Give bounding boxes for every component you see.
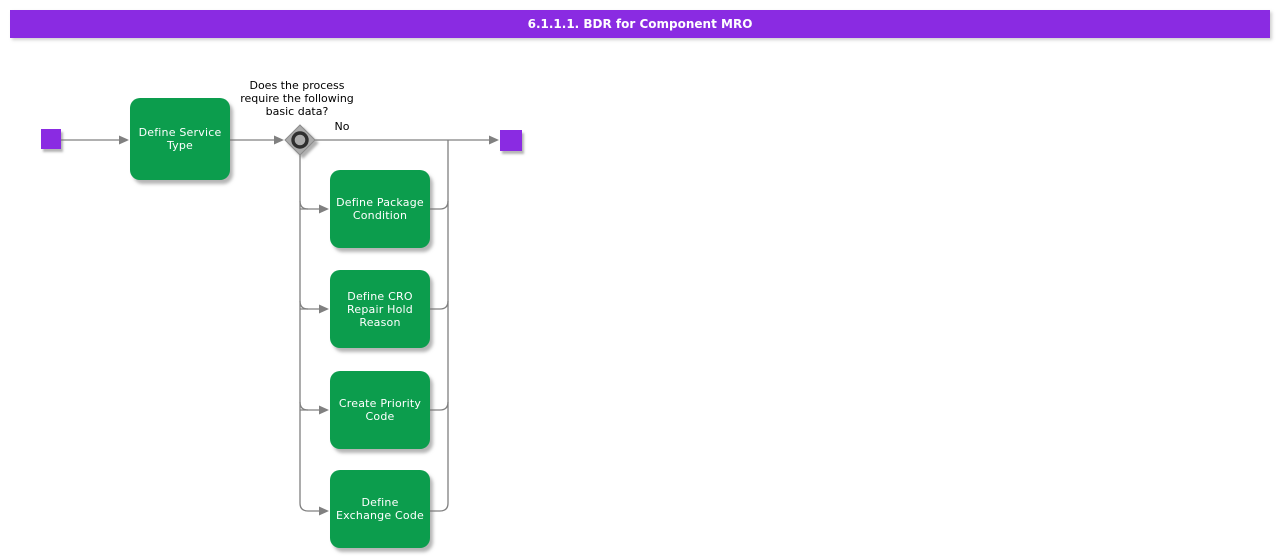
diagram-title: 6.1.1.1. BDR for Component MRO: [527, 17, 753, 31]
activity-define-cro-repair-hold-reason: Define CRO Repair Hold Reason: [330, 270, 430, 348]
edge-label-no: No: [334, 120, 350, 133]
arrow-head: [319, 506, 329, 516]
activity-label: Define Service Type: [138, 126, 222, 152]
connector-line: [299, 401, 309, 411]
activity-label: Define Package Condition: [336, 196, 424, 222]
arrow-head: [119, 135, 129, 145]
arrow-head: [319, 405, 329, 415]
activity-create-priority-code: Create Priority Code: [330, 371, 430, 449]
activity-label: Define CRO Repair Hold Reason: [347, 289, 413, 329]
activity-define-package-condition: Define Package Condition: [330, 170, 430, 248]
connector-line: [299, 155, 319, 512]
decision-circle-icon: [291, 131, 309, 149]
arrow-head: [274, 135, 284, 145]
decision-question-line: basic data?: [265, 105, 329, 118]
arrow-head: [319, 204, 329, 214]
decision-question: Does the process require the following b…: [217, 79, 377, 118]
arrow-head: [319, 304, 329, 314]
connector-line: [299, 200, 309, 210]
decision-question-line: require the following: [240, 92, 354, 105]
diagram-title-bar: 6.1.1.1. BDR for Component MRO: [10, 10, 1270, 38]
connector-line: [299, 300, 309, 310]
connector-line: [430, 401, 449, 411]
end-node: [500, 130, 522, 151]
activity-define-exchange-code: Define Exchange Code: [330, 470, 430, 548]
activity-define-service-type: Define Service Type: [130, 98, 230, 180]
connector-line: [430, 140, 449, 512]
connector-line: [430, 200, 449, 210]
decision-question-line: Does the process: [249, 79, 345, 92]
activity-label: Define Exchange Code: [335, 496, 424, 522]
start-node: [41, 129, 61, 149]
connector-line: [430, 300, 449, 310]
arrow-head: [489, 135, 499, 145]
activity-label: Create Priority Code: [338, 397, 422, 423]
decision-diamond: [284, 124, 316, 156]
